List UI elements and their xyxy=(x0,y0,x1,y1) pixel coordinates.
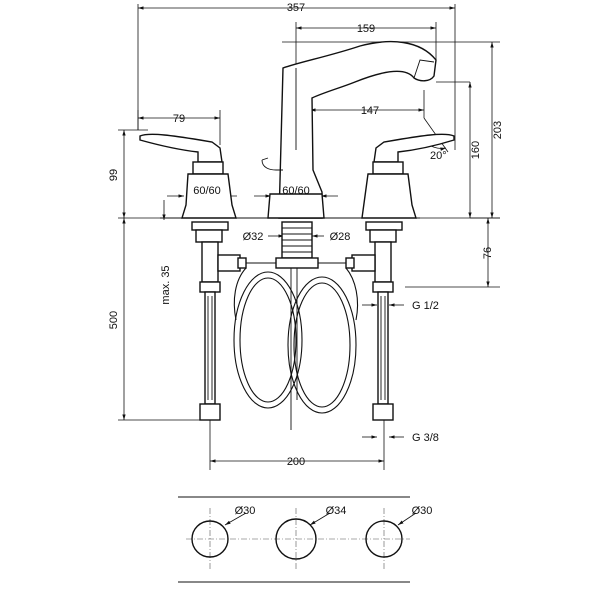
label-below-deck: 76 xyxy=(482,247,494,259)
hole-center xyxy=(275,518,317,560)
label-center-spacing: 200 xyxy=(287,456,305,468)
label-max-35: max. 35 xyxy=(160,265,172,304)
hole-right xyxy=(365,520,403,558)
label-total-width: 357 xyxy=(287,2,305,14)
label-hose-length: 500 xyxy=(108,311,120,329)
label-spout-reach-inner: 147 xyxy=(361,105,379,117)
deck-hole-plan: Ø30 Ø34 Ø30 xyxy=(178,496,433,583)
connection-hoses xyxy=(233,267,359,414)
label-handle-adjust-center: 60/60 xyxy=(282,185,310,197)
label-handle-adjust-left: 60/60 xyxy=(193,185,221,197)
label-hole-right: Ø30 xyxy=(412,505,433,517)
dimension-labels: 357 159 147 79 203 160 99 20° 60/60 60/6… xyxy=(108,2,504,468)
left-handle xyxy=(139,133,237,219)
label-diam-32: Ø32 xyxy=(243,231,264,243)
label-total-height: 203 xyxy=(492,121,504,139)
label-handle-offset: 79 xyxy=(173,113,185,125)
label-hole-center: Ø34 xyxy=(326,505,347,517)
right-valve-body xyxy=(345,221,403,421)
label-spout-height: 160 xyxy=(470,141,482,159)
label-thread-g38: G 3/8 xyxy=(412,432,439,444)
right-handle xyxy=(361,133,455,219)
dimension-lines xyxy=(122,6,494,463)
label-diam-28: Ø28 xyxy=(330,231,351,243)
left-valve-body xyxy=(191,221,247,421)
label-hole-left: Ø30 xyxy=(235,505,256,517)
label-handle-height: 99 xyxy=(108,169,120,181)
spout-shank xyxy=(246,221,346,430)
label-spout-reach-outer: 159 xyxy=(357,23,375,35)
label-angle: 20° xyxy=(430,150,447,162)
label-thread-g12: G 1/2 xyxy=(412,300,439,312)
hole-left xyxy=(191,520,229,558)
